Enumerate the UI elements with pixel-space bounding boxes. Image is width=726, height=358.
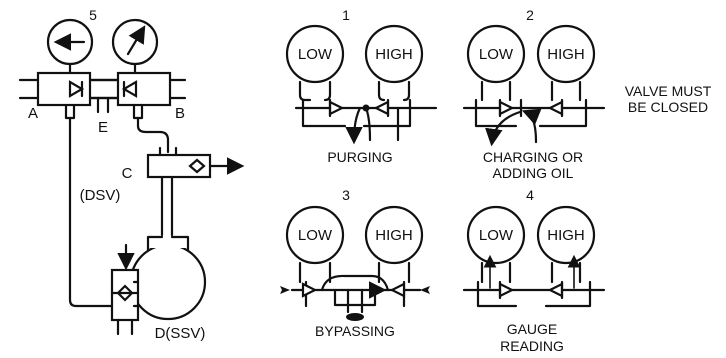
port-e-label: E	[98, 119, 108, 136]
arrow-up-icon	[521, 108, 542, 144]
panel-4-caption-line-2: READING	[500, 338, 564, 354]
port-a-label: A	[28, 105, 38, 122]
manifold-body	[18, 71, 187, 120]
compressor	[129, 198, 207, 321]
low-side-hose	[68, 116, 114, 308]
panel-2-charging: 2 LOW HIGH CHARGING OR ADDING OIL	[462, 7, 606, 181]
panel-4-gauge-reading: 4 LOW HIGH GAUGE READING	[462, 187, 606, 354]
panel-4-number: 4	[526, 187, 534, 203]
dsv-label: (DSV)	[80, 187, 121, 204]
panel-4-high-label: HIGH	[547, 227, 585, 244]
panel-1-low-label: LOW	[298, 46, 333, 63]
panel-5-number: 5	[89, 7, 97, 23]
panel-2-number: 2	[526, 7, 534, 23]
panel-1-high-label: HIGH	[375, 46, 413, 63]
low-side-gauge	[46, 18, 94, 75]
panel-1-number: 1	[342, 7, 350, 23]
ssv-label: D(SSV)	[155, 325, 206, 342]
panel-1-purging: 1 LOW HIGH PURGING	[285, 7, 438, 165]
panel-4-low-label: LOW	[479, 227, 514, 244]
high-side-hose	[136, 116, 170, 154]
valve-note-line-1: VALVE MUST	[625, 83, 712, 99]
port-b-label: B	[175, 105, 185, 122]
panel-2-low-label: LOW	[479, 46, 514, 63]
panel-3-low-label: LOW	[298, 227, 333, 244]
panel-3-caption: BYPASSING	[315, 323, 395, 339]
arrow-diagonal-icon	[126, 25, 146, 56]
panel-3-bypassing: 3 LOW HIGH BYPASSING	[280, 187, 430, 339]
panel-3-high-label: HIGH	[375, 227, 413, 244]
valve-note-line-2: BE CLOSED	[628, 99, 708, 115]
panel-5-hookup: 5 A B E	[18, 7, 245, 342]
panel-2-caption-line-2: ADDING OIL	[493, 165, 574, 181]
ssv-valve	[110, 243, 140, 336]
high-side-gauge	[111, 18, 159, 75]
panel-3-number: 3	[342, 187, 350, 203]
panel-2-high-label: HIGH	[547, 46, 585, 63]
panel-1-caption: PURGING	[327, 149, 392, 165]
dsv-valve	[146, 146, 245, 202]
panel-4-caption-line-1: GAUGE	[507, 321, 558, 337]
arrow-up-icon	[364, 106, 372, 142]
valve-c-label: C	[122, 165, 133, 182]
arrow-down-icon	[485, 110, 522, 147]
arrow-down-icon	[345, 106, 363, 145]
panel-2-caption-line-1: CHARGING OR	[483, 149, 583, 165]
